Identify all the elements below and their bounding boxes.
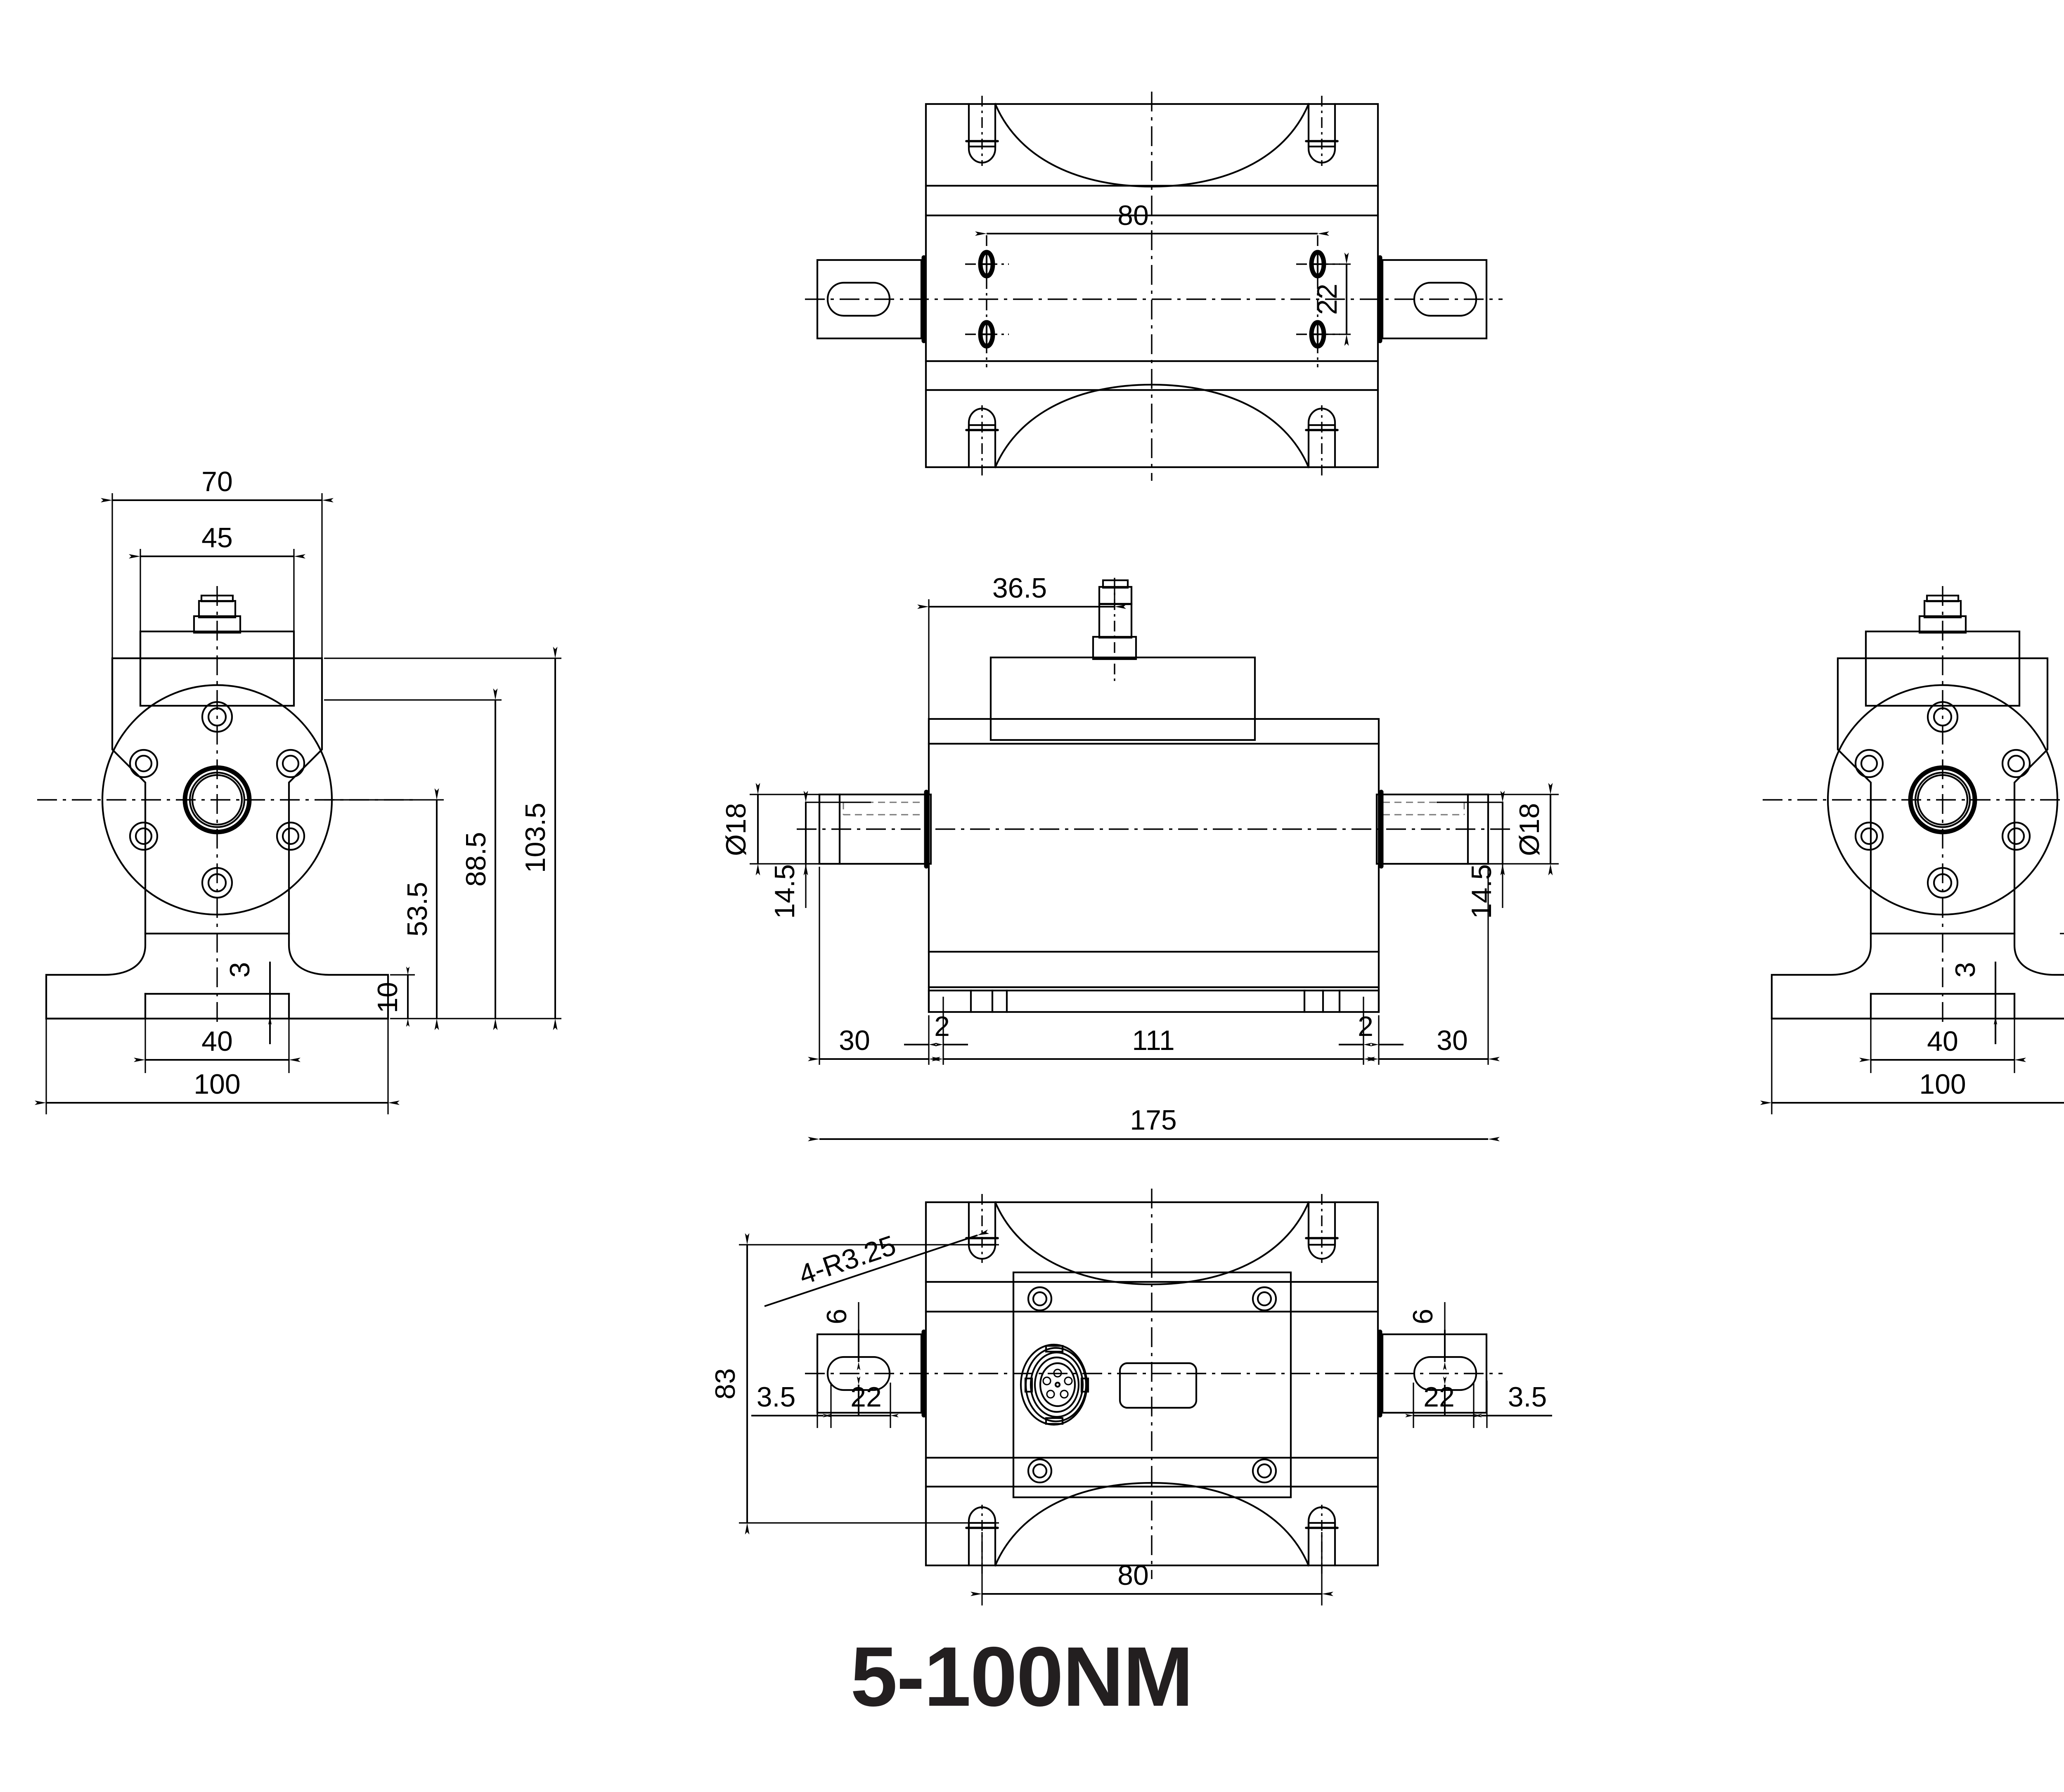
dim-label-53-5: 53.5 xyxy=(402,882,433,936)
top-view-mounting-holes xyxy=(965,235,1340,367)
dim-label-45: 45 xyxy=(201,522,233,553)
dim-left-40: 40 xyxy=(134,1019,301,1073)
dim-bottom-80: 80 xyxy=(970,1532,1333,1605)
dim-label-103-5: 103.5 xyxy=(520,803,551,873)
dim-right-100: 100 xyxy=(1760,1019,2064,1114)
dim-front-14-5-left: 14.5 xyxy=(769,791,871,919)
dim-label-22-right: 22 xyxy=(1423,1381,1455,1413)
front-view: 36.5 Ø18 14.5 Ø18 14.5 xyxy=(720,572,1559,1142)
dim-label-30-left: 30 xyxy=(839,1025,870,1056)
dim-left-45: 45 xyxy=(129,522,305,631)
dim-label-22: 22 xyxy=(1311,284,1343,315)
dim-front-chain: 30 2 111 2 30 175 xyxy=(808,867,1500,1142)
dim-left-53-5: 53.5 xyxy=(324,788,444,1030)
dim-bottom-83: 83 xyxy=(710,1233,999,1534)
dim-front-dia18-left: Ø18 xyxy=(720,783,840,875)
dim-label-80-bottom: 80 xyxy=(1117,1560,1149,1591)
dim-left-103-5: 103.5 xyxy=(324,647,561,1030)
dim-label-dia18-left: Ø18 xyxy=(720,803,752,856)
dim-label-3-right: 3 xyxy=(1950,962,1981,978)
left-end-view: 70 45 103.5 88.5 53.5 xyxy=(35,466,561,1114)
dim-label-88-5: 88.5 xyxy=(460,832,492,887)
dim-top-22: 22 xyxy=(1311,253,1351,346)
bottom-view: 83 4-R3.25 6 6 3.5 22 xyxy=(710,1189,1552,1605)
dim-label-dia18-right: Ø18 xyxy=(1514,803,1545,856)
dim-left-10: 10 xyxy=(372,967,415,1027)
note-4-r3-25: 4-R3.25 xyxy=(764,1229,989,1307)
dim-label-70: 70 xyxy=(201,466,233,497)
dim-front-36-5: 36.5 xyxy=(917,572,1126,719)
dim-label-22-left: 22 xyxy=(850,1381,882,1413)
dim-label-111: 111 xyxy=(1132,1025,1174,1056)
dim-bottom-3-5-right: 22 3.5 xyxy=(1405,1381,1552,1428)
dim-label-30-right: 30 xyxy=(1437,1025,1468,1056)
dim-right-20: 20 xyxy=(2060,933,2064,934)
dim-label-6-right: 6 xyxy=(1407,1309,1439,1324)
dim-left-3: 3 xyxy=(224,962,272,1044)
dim-left-88-5: 88.5 xyxy=(324,688,502,1030)
dim-label-14-5-left: 14.5 xyxy=(769,864,800,919)
right-end-view: 3 10 20 40 100 xyxy=(1760,586,2064,1114)
dim-label-14-5-right: 14.5 xyxy=(1466,864,1497,919)
dim-label-40: 40 xyxy=(201,1026,233,1057)
dim-label-36-5: 36.5 xyxy=(992,572,1047,604)
dim-bottom-6-left: 6 xyxy=(821,1302,861,1416)
note-label-4-r3-25: 4-R3.25 xyxy=(795,1229,900,1291)
dim-left-100: 100 xyxy=(35,1019,400,1114)
dim-label-10: 10 xyxy=(372,982,403,1013)
dim-label-100: 100 xyxy=(194,1069,240,1100)
dim-left-70: 70 xyxy=(101,466,334,660)
dim-front-14-5-right: 14.5 xyxy=(1437,791,1505,919)
dim-label-40-right: 40 xyxy=(1927,1026,1958,1057)
dim-label-3-5-right: 3.5 xyxy=(1508,1381,1547,1413)
bottom-plate-screws xyxy=(1027,1286,1277,1484)
drawing-title: 5-100NM xyxy=(850,1629,1193,1724)
dim-label-100-right: 100 xyxy=(1919,1069,1966,1100)
dim-right-40: 40 xyxy=(1859,1019,2026,1073)
dim-label-6-left: 6 xyxy=(821,1309,852,1324)
dim-label-3: 3 xyxy=(224,962,256,978)
dim-bottom-6-right: 6 xyxy=(1407,1302,1447,1416)
dim-label-80: 80 xyxy=(1117,200,1149,231)
dim-label-83: 83 xyxy=(710,1368,741,1400)
dim-label-175: 175 xyxy=(1130,1104,1176,1136)
dim-label-3-5-left: 3.5 xyxy=(757,1381,796,1413)
dim-top-80: 80 xyxy=(975,200,1329,236)
connector-icon xyxy=(1020,1343,1089,1426)
dim-label-2-left: 2 xyxy=(934,1011,950,1042)
dim-bottom-3-5-left: 3.5 22 xyxy=(751,1381,899,1428)
dim-label-2-right: 2 xyxy=(1358,1011,1373,1042)
dim-right-3: 3 xyxy=(1950,962,1998,1044)
top-view: 80 22 xyxy=(805,92,1503,481)
